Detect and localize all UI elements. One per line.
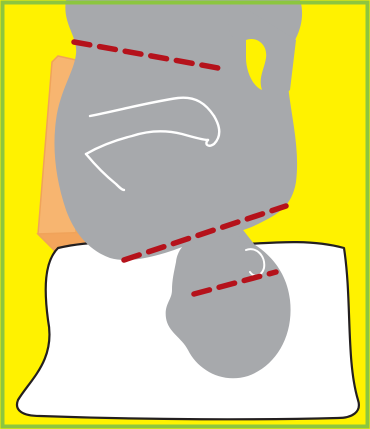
sleep-posture-illustration bbox=[0, 0, 370, 429]
sleep-posture-canvas bbox=[0, 0, 370, 429]
